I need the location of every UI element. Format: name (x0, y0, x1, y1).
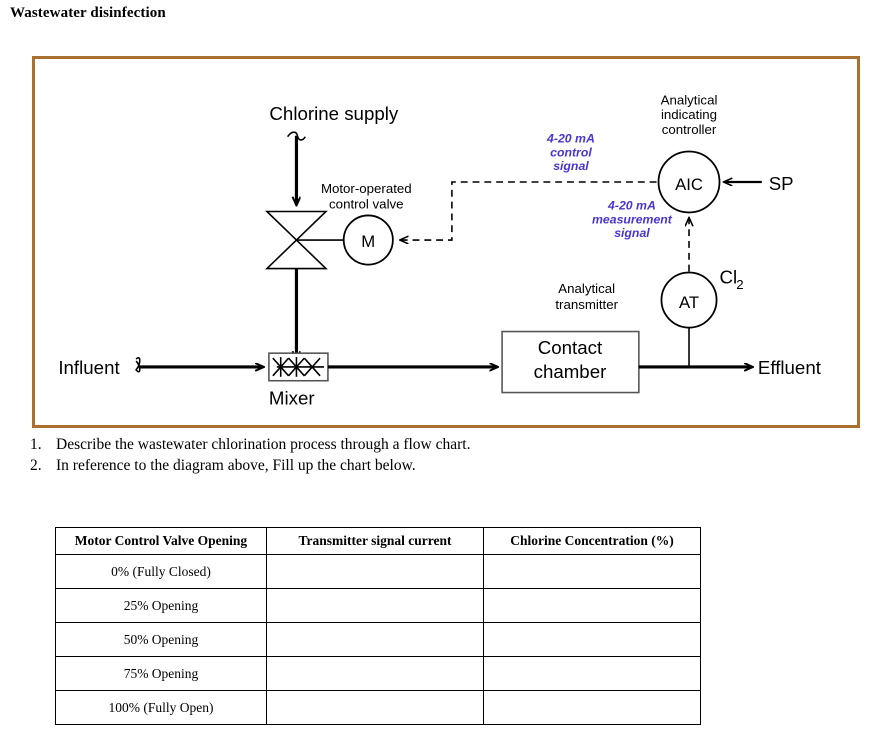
question-number: 1. (30, 436, 42, 453)
chlorine-supply-line (286, 131, 306, 204)
column-header-valve-opening: Motor Control Valve Opening (55, 527, 267, 555)
mixer-label: Mixer (269, 387, 315, 408)
process-diagram-svg: M Influent M (58, 92, 822, 408)
question-number: 2. (30, 457, 42, 474)
cell-valve-opening: 75% Opening (55, 656, 267, 691)
answer-table: Motor Control Valve Opening Transmitter … (55, 527, 701, 725)
cell-valve-opening: 0% (Fully Closed) (55, 554, 267, 589)
list-item: 2. In reference to the diagram above, Fi… (30, 455, 650, 476)
question-list: 1. Describe the wastewater chlorination … (30, 434, 650, 476)
cell-transmitter-signal[interactable] (266, 588, 484, 623)
cell-transmitter-signal[interactable] (266, 622, 484, 657)
cell-chlorine-concentration[interactable] (483, 588, 701, 623)
cell-chlorine-concentration[interactable] (483, 690, 701, 725)
at-symbol-label: AT (679, 293, 699, 312)
influent-line (135, 357, 263, 373)
measurement-signal-label-line2: measurement (592, 212, 673, 226)
table-row: 100% (Fully Open) (55, 690, 701, 725)
control-signal-line (401, 181, 657, 240)
cell-valve-opening: 100% (Fully Open) (55, 690, 267, 725)
column-header-transmitter-signal: Transmitter signal current (266, 527, 484, 555)
motor-valve-label-line2: control valve (329, 197, 403, 212)
cell-chlorine-concentration[interactable] (483, 554, 701, 589)
table-row: 50% Opening (55, 622, 701, 657)
pipe-break-symbol-supply (286, 131, 306, 141)
analytical-transmitter-label-line2: transmitter (555, 297, 618, 312)
chlorine-species-subscript: 2 (736, 277, 743, 292)
chlorine-species-label: Cl (720, 266, 738, 287)
cell-transmitter-signal[interactable] (266, 690, 484, 725)
setpoint-label: SP (769, 173, 794, 194)
control-signal-label-line3: signal (553, 159, 589, 173)
aic-title-line2: indicating (661, 107, 717, 122)
question-text: Describe the wastewater chlorination pro… (56, 436, 471, 453)
analytical-indicating-controller: AIC (657, 150, 721, 214)
pipe-break-symbol-influent (135, 357, 141, 373)
column-header-chlorine-concentration: Chlorine Concentration (%) (483, 527, 701, 555)
process-diagram: M Influent M (32, 56, 860, 428)
motor-symbol-label: M (361, 232, 375, 251)
table-row: 0% (Fully Closed) (55, 554, 701, 589)
motor-valve-label-line1: Motor-operated (321, 181, 412, 196)
cell-chlorine-concentration[interactable] (483, 656, 701, 691)
table-row: 25% Opening (55, 588, 701, 623)
chlorine-supply-label: Chlorine supply (269, 103, 398, 124)
cell-valve-opening: 50% Opening (55, 622, 267, 657)
contact-chamber-label-line2: chamber (534, 361, 607, 382)
cell-transmitter-signal[interactable] (266, 656, 484, 691)
control-signal-label-line1: 4-20 mA (546, 132, 595, 146)
cell-valve-opening: 25% Opening (55, 588, 267, 623)
contact-chamber-label-line1: Contact (538, 337, 603, 358)
page-title: Wastewater disinfection (10, 5, 166, 21)
aic-title-line1: Analytical (661, 92, 718, 107)
influent-label: Influent (58, 357, 120, 378)
aic-symbol-label: AIC (675, 175, 703, 194)
list-item: 1. Describe the wastewater chlorination … (30, 434, 650, 455)
mixer-symbol (268, 352, 329, 382)
table-row: 75% Opening (55, 656, 701, 691)
effluent-label: Effluent (758, 357, 822, 378)
measurement-signal-label-line3: signal (614, 226, 650, 240)
question-text: In reference to the diagram above, Fill … (56, 457, 416, 474)
measurement-signal-label-line1: 4-20 mA (607, 199, 656, 213)
cell-transmitter-signal[interactable] (266, 554, 484, 589)
cell-chlorine-concentration[interactable] (483, 622, 701, 657)
valve-motor: M (342, 214, 394, 266)
setpoint-input: SP (724, 173, 794, 194)
aic-title-line3: controller (662, 122, 717, 137)
contact-chamber: Contact chamber (501, 330, 640, 394)
control-valve-symbol (264, 210, 344, 270)
table-header-row: Motor Control Valve Opening Transmitter … (55, 527, 701, 555)
analytical-transmitter-label-line1: Analytical (558, 281, 615, 296)
control-signal-label-line2: control (550, 145, 592, 159)
analytical-transmitter: AT (660, 271, 718, 367)
